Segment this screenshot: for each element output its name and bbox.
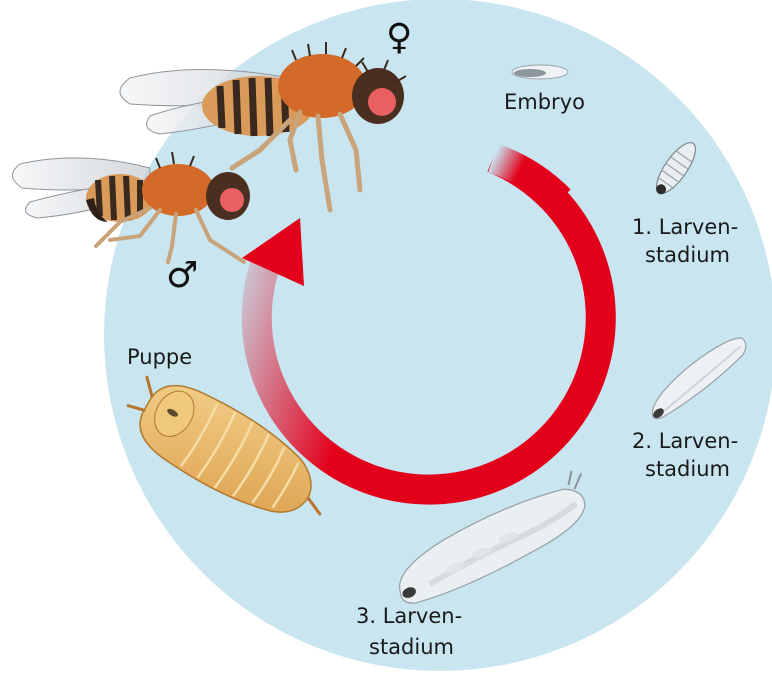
female-symbol: ♀ xyxy=(386,17,413,58)
label-pupa: Puppe xyxy=(127,345,193,369)
label-larva2-line2: stadium xyxy=(645,457,730,481)
larva-2-icon xyxy=(651,337,747,420)
cycle-arrow-icon xyxy=(241,143,616,505)
pupa-icon xyxy=(126,375,322,516)
female-fly-icon xyxy=(119,42,407,213)
label-larva3-line2: stadium xyxy=(369,635,454,659)
embryo-icon xyxy=(511,64,569,80)
larva-1-icon xyxy=(655,142,697,195)
male-fly-icon xyxy=(12,151,250,264)
larva-3-icon xyxy=(398,470,586,604)
label-larva1-line2: stadium xyxy=(645,243,730,267)
label-larva1-line1: 1. Larven- xyxy=(632,215,739,239)
label-larva2-line1: 2. Larven- xyxy=(632,429,739,453)
label-embryo: Embryo xyxy=(504,90,585,114)
label-larva3-line1: 3. Larven- xyxy=(356,604,463,628)
male-symbol: ♂ xyxy=(166,255,199,296)
